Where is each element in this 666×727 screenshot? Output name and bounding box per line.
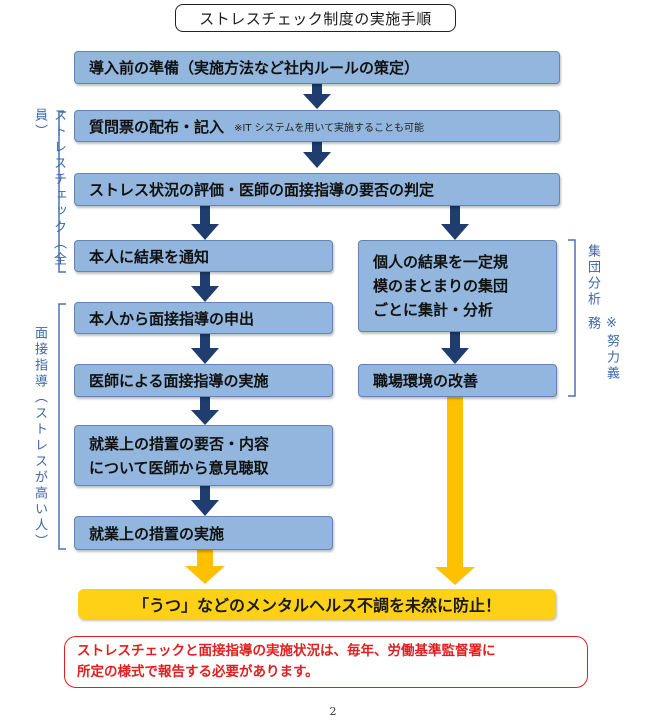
step-group-analysis-line1: 個人の結果を一定規: [373, 253, 509, 271]
step-workplace-improvement: 職場環境の改善: [358, 364, 557, 397]
step-implement-measures: 就業上の措置の実施: [74, 516, 333, 550]
arrow-s7-s8: [191, 486, 219, 516]
step-preparation: 導入前の準備（実施方法など社内ルールの策定）: [74, 51, 560, 84]
label-interview: 面接指導（ストレスが高い人）: [32, 326, 47, 550]
arrow-s5-s6: [191, 334, 219, 364]
arrow-s3-r1: [441, 206, 469, 240]
step-doctor-opinion-line2: について医師から意見聴取: [89, 458, 269, 477]
step-questionnaire-note: ※IT システムを用いて実施することも可能: [234, 122, 425, 134]
bracket-interview: [58, 303, 66, 550]
bracket-group-analysis: [568, 239, 576, 397]
step-group-analysis-line2: 模のまとまりの集団: [373, 277, 509, 295]
bracket-stress-check: [58, 111, 66, 273]
step-evaluation: ストレス状況の評価・医師の面接指導の要否の判定: [74, 173, 560, 206]
step-doctor-interview: 医師による面接指導の実施: [74, 364, 333, 397]
arrow-r1-r2: [441, 332, 469, 364]
goal-banner: 「うつ」などのメンタルヘルス不調を未然に防止！: [78, 589, 556, 619]
step-doctor-opinion-line1: 就業上の措置の要否・内容: [89, 434, 270, 453]
step-notify-result-label: 本人に結果を通知: [89, 247, 210, 266]
step-workplace-improvement-label: 職場環境の改善: [373, 372, 479, 390]
arrow-s1-s2: [303, 84, 331, 109]
arrow-s2-s3: [303, 142, 331, 168]
step-questionnaire: 質問票の配布・記入 ※IT システムを用いて実施することも可能: [74, 110, 560, 142]
step-questionnaire-label: 質問票の配布・記入: [89, 117, 225, 136]
step-evaluation-label: ストレス状況の評価・医師の面接指導の要否の判定: [89, 181, 435, 199]
label-stress-check: ストレスチェック（全員）: [32, 108, 66, 268]
step-request-interview-label: 本人から面接指導の申出: [89, 309, 255, 328]
arrow-s4-s5: [191, 272, 219, 302]
step-request-interview: 本人から面接指導の申出: [74, 302, 333, 334]
report-notice-line2: 所定の様式で報告する必要があります。: [77, 664, 319, 680]
report-notice-line1: ストレスチェックと面接指導の実施状況は、毎年、労働基準監督署に: [77, 643, 496, 659]
arrow-s3-s4: [191, 206, 219, 240]
step-group-analysis: 個人の結果を一定規 模のまとまりの集団 ごとに集計・分析: [358, 240, 557, 332]
step-doctor-interview-label: 医師による面接指導の実施: [89, 372, 269, 390]
report-notice: ストレスチェックと面接指導の実施状況は、毎年、労働基準監督署に 所定の様式で報告…: [64, 636, 588, 688]
diagram-title: ストレスチェック制度の実施手順: [175, 4, 456, 32]
arrow-r2-goal: [435, 397, 475, 585]
step-preparation-label: 導入前の準備（実施方法など社内ルールの策定）: [89, 59, 420, 77]
arrow-s8-goal: [185, 550, 225, 584]
step-group-analysis-line3: ごとに集計・分析: [373, 301, 494, 319]
page-number: 2: [329, 705, 337, 718]
arrow-s6-s7: [191, 397, 219, 425]
step-implement-measures-label: 就業上の措置の実施: [89, 524, 225, 543]
step-doctor-opinion: 就業上の措置の要否・内容 について医師から意見聴取: [74, 425, 333, 486]
label-effort-duty: ※努力義務: [585, 316, 619, 382]
step-notify-result: 本人に結果を通知: [74, 240, 333, 272]
label-group-analysis: 集団分析: [585, 244, 600, 308]
